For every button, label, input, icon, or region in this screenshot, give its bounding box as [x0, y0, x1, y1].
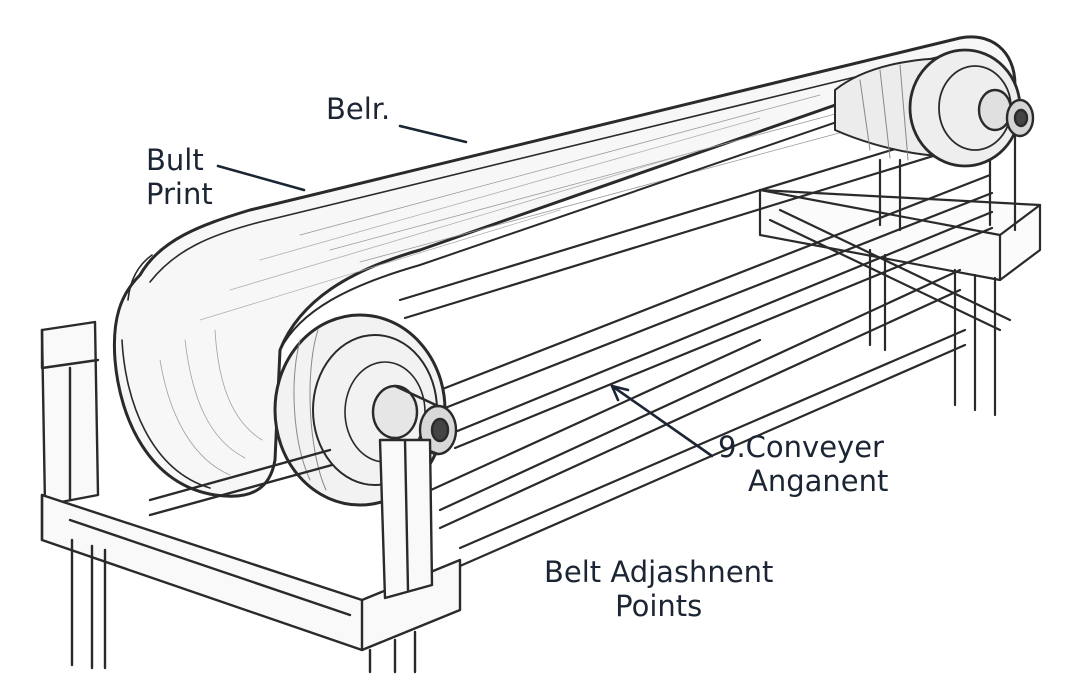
- belt-print-label-line-1: Bult: [146, 143, 204, 177]
- belt-leader-line: [398, 124, 468, 144]
- belt-print-label: Bult Print: [146, 143, 213, 211]
- belt-adjustment-line-2: Points: [615, 589, 703, 623]
- conveyor-arrangement-line-1: 9.Conveyer: [718, 430, 884, 464]
- back-roller: [834, 48, 1022, 168]
- side-rails: [398, 118, 994, 450]
- front-stand: [40, 320, 462, 674]
- belt-adjustment-label: Belt Adjashnent Points: [544, 555, 773, 623]
- leader-lines: [216, 124, 714, 458]
- belt-print-label-line-2: Print: [146, 177, 213, 211]
- conveyor-arrangement-arrowhead: [610, 384, 630, 402]
- lower-rails: [418, 208, 1012, 568]
- conveyor-arrangement-line-2: Anganent: [748, 464, 889, 498]
- belt-print-leader-line: [216, 164, 306, 192]
- conveyor-belt: [112, 35, 1017, 498]
- belt-label: Belr.: [326, 92, 391, 126]
- back-shaft-hub: [977, 88, 1035, 138]
- conveyor-arrangement-leader-line: [610, 384, 714, 458]
- belt-adjustment-line-1: Belt Adjashnent: [544, 555, 774, 589]
- conveyor-arrangement-label: 9.Conveyer Anganent: [718, 430, 888, 498]
- back-stand: [758, 133, 1042, 417]
